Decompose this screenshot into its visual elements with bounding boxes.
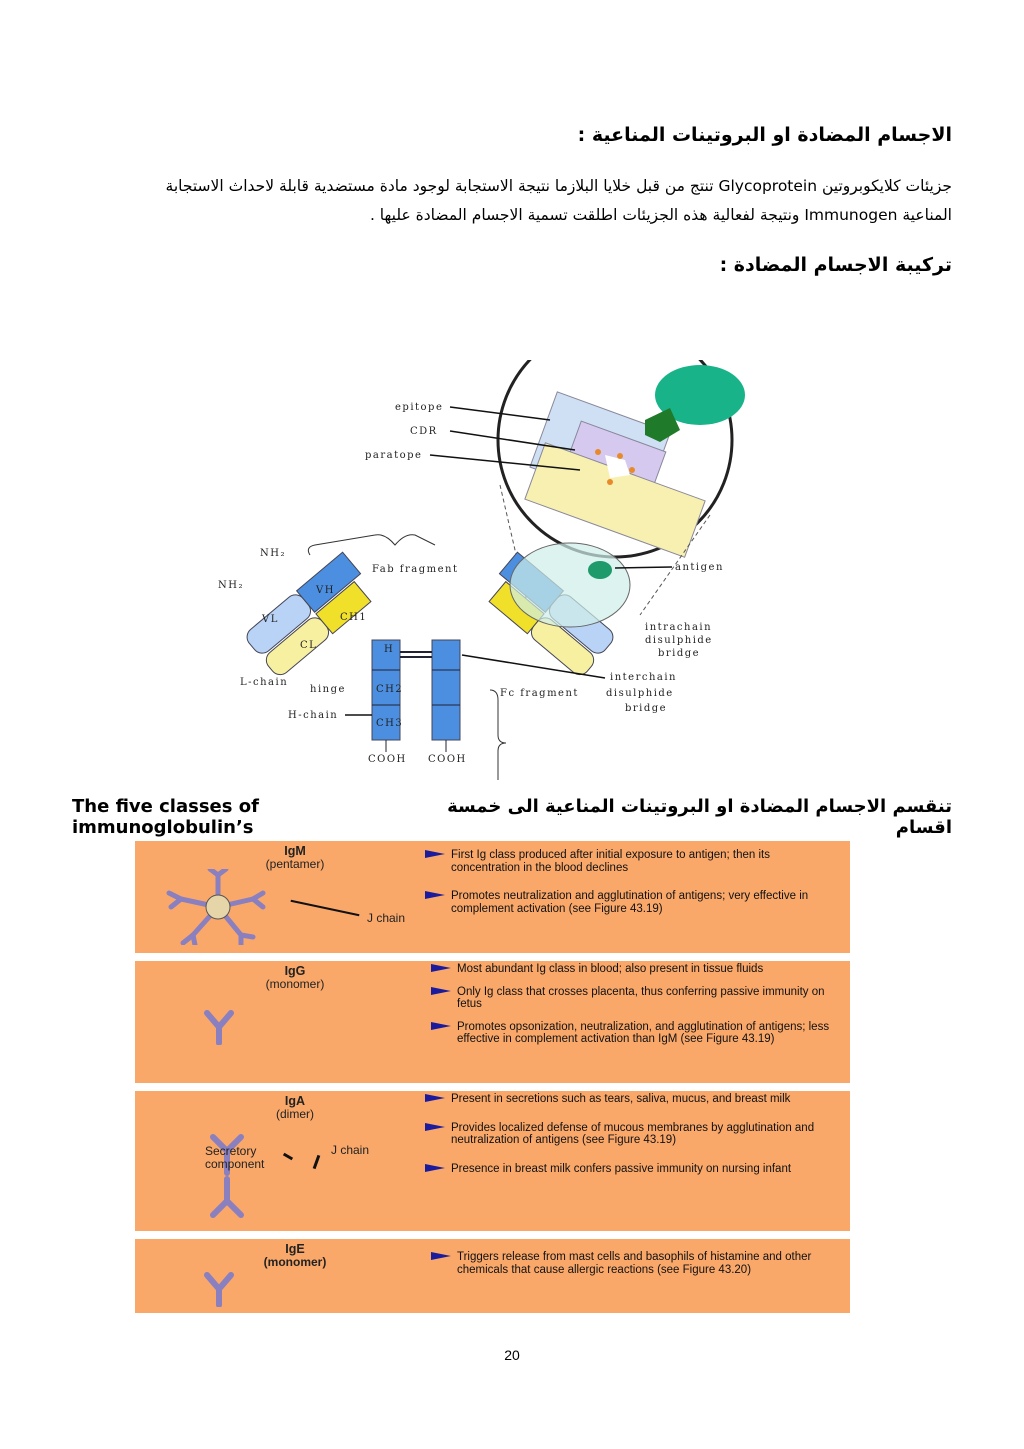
- fc-heavy-chain-right: [432, 640, 460, 740]
- paragraph-line-2: المناعية Immunogen ونتيجة لفعالية هذه ال…: [72, 201, 952, 230]
- arrow-icon: [431, 964, 451, 972]
- classes-heading-arabic: تنقسم الاجسام المضادة او البروتينات المن…: [422, 796, 952, 838]
- j-chain-pointer: [291, 900, 360, 917]
- label-cooh-left: COOH: [368, 754, 407, 765]
- label-intrachain-1: intrachain: [645, 622, 712, 633]
- bullet-item: Only Ig class that crosses placenta, thu…: [431, 986, 841, 1011]
- label-ch2: CH2: [376, 684, 403, 695]
- label-hinge: hinge: [310, 684, 346, 695]
- bullet-item: Presence in breast milk confers passive …: [425, 1163, 835, 1176]
- label-h: H: [384, 644, 394, 655]
- page-number: 20: [0, 1347, 1024, 1363]
- class-name: IgA: [285, 1094, 305, 1108]
- class-row-ige: IgE (monomer) Triggers release from mast…: [135, 1239, 850, 1313]
- classes-heading: The five classes of immunoglobulin’s تنق…: [72, 796, 952, 838]
- label-cdr: CDR: [410, 426, 438, 437]
- label-antigen: antigen: [675, 562, 724, 573]
- label-intrachain-3: bridge: [658, 648, 700, 659]
- class-name: IgE: [285, 1242, 304, 1256]
- arrow-icon: [425, 1094, 445, 1102]
- label-interchain-1: interchain: [610, 672, 677, 683]
- class-row-iga: IgA (dimer) Secretory component J chain …: [135, 1091, 850, 1231]
- class-row-igg: IgG (monomer) Most abundant Ig class in …: [135, 961, 850, 1083]
- classes-heading-english: The five classes of immunoglobulin’s: [72, 796, 422, 838]
- class-name: IgG: [285, 964, 306, 978]
- bullet-item: Provides localized defense of mucous mem…: [425, 1122, 835, 1147]
- section-heading-structure: تركيبة الاجسام المضادة :: [72, 254, 952, 276]
- label-cooh-right: COOH: [428, 754, 467, 765]
- label-secretory-component: Secretory component: [205, 1145, 285, 1171]
- igg-monomer-icon: [203, 1009, 235, 1045]
- class-row-igm: IgM (pentamer) J chain First Ig class pr…: [135, 841, 850, 953]
- bullet-item: Triggers release from mast cells and bas…: [431, 1251, 841, 1276]
- label-vl: VL: [261, 614, 279, 625]
- label-paratope: paratope: [365, 450, 422, 461]
- fab-brace: [308, 535, 435, 555]
- ige-monomer-icon: [203, 1271, 235, 1307]
- antibody-structure-diagram: epitope CDR paratope NH₂ NH₂ Fab fragmen…: [200, 360, 760, 780]
- label-nh2-left: NH₂: [218, 580, 244, 591]
- arrow-icon: [431, 987, 451, 995]
- class-form: (monomer): [264, 1255, 327, 1269]
- fc-brace: [490, 690, 506, 780]
- bullet-item: First Ig class produced after initial ex…: [425, 849, 835, 874]
- label-vh: VH: [315, 585, 335, 596]
- j-chain-mark: [313, 1155, 321, 1169]
- label-interchain-2: disulphide: [606, 688, 674, 699]
- label-ch3: CH3: [376, 718, 403, 729]
- antigen-small: [588, 561, 612, 579]
- arrow-icon: [425, 1123, 445, 1131]
- class-name: IgM: [284, 844, 306, 858]
- label-nh2-top: NH₂: [260, 548, 286, 559]
- class-form: (dimer): [276, 1107, 314, 1121]
- label-j-chain-iga: J chain: [331, 1143, 369, 1157]
- label-ch1: CH1: [340, 612, 367, 623]
- section-heading-antibodies: الاجسام المضادة او البروتينات المناعية :: [72, 124, 952, 146]
- bullet-item: Promotes neutralization and agglutinatio…: [425, 890, 835, 915]
- bullet-item: Most abundant Ig class in blood; also pr…: [431, 963, 841, 976]
- arrow-icon: [425, 1164, 445, 1172]
- label-cl: CL: [300, 640, 317, 651]
- label-l-chain: L-chain: [240, 677, 288, 688]
- arrow-icon: [431, 1022, 451, 1030]
- igm-pentamer-icon: [163, 869, 273, 945]
- label-epitope: epitope: [395, 402, 443, 413]
- bullet-item: Promotes opsonization, neutralization, a…: [431, 1021, 841, 1046]
- label-j-chain: J chain: [367, 911, 405, 925]
- label-fab-fragment: Fab fragment: [372, 564, 459, 575]
- paragraph-line-1: جزيئات كلايكوبروتين Glycoprotein تنتج من…: [72, 172, 952, 201]
- bullet-item: Present in secretions such as tears, sal…: [425, 1093, 835, 1106]
- class-form: (pentamer): [266, 857, 325, 871]
- antigen-binding-highlight: [510, 543, 630, 627]
- arrow-icon: [425, 891, 445, 899]
- immunoglobulin-classes-table: IgM (pentamer) J chain First Ig class pr…: [135, 841, 850, 1313]
- label-fc-fragment: Fc fragment: [500, 688, 579, 699]
- definition-paragraph: جزيئات كلايكوبروتين Glycoprotein تنتج من…: [72, 172, 952, 230]
- class-form: (monomer): [266, 977, 325, 991]
- label-intrachain-2: disulphide: [645, 635, 713, 646]
- arrow-icon: [431, 1252, 451, 1260]
- label-interchain-3: bridge: [625, 703, 667, 714]
- arrow-icon: [425, 850, 445, 858]
- label-h-chain: H-chain: [288, 710, 338, 721]
